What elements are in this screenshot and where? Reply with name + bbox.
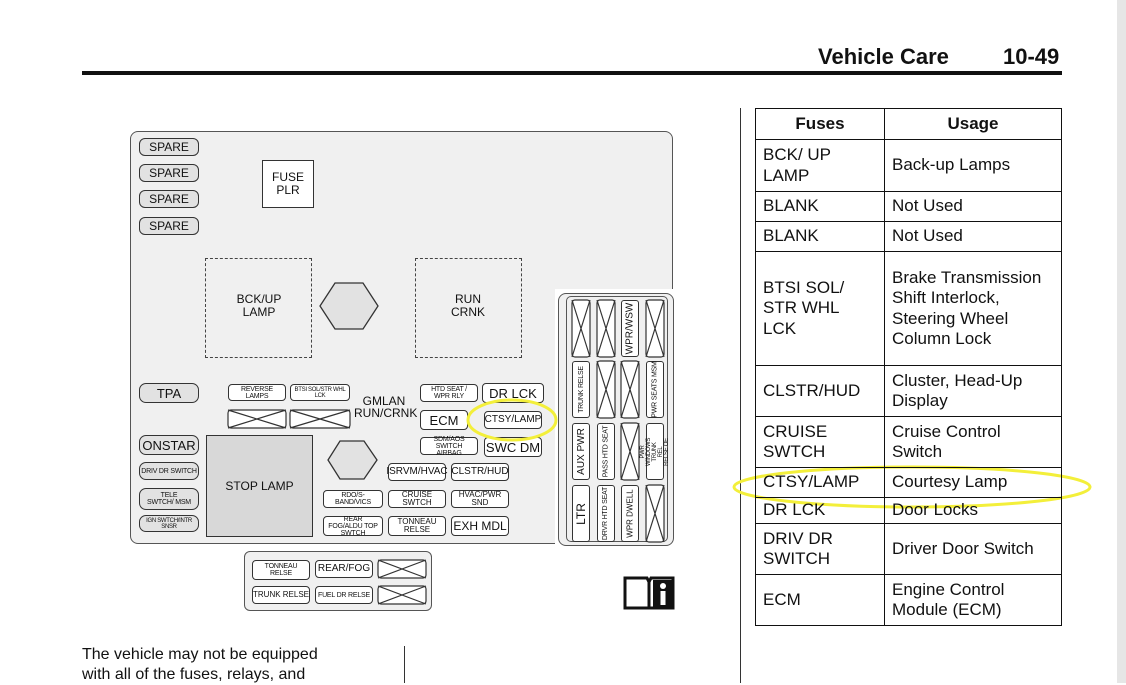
fuse-ctsy-lamp: CTSY/LAMP xyxy=(484,411,542,429)
fuse-lower-tonneau: TONNEAU RELSE xyxy=(252,560,310,580)
page-edge xyxy=(1117,0,1126,683)
table-row: BLANK Not Used xyxy=(755,221,1062,252)
relay-run-crnk-label: RUN CRNK xyxy=(450,292,485,320)
fuse-ltr: LTR xyxy=(572,485,590,542)
fuse-cell: DRIV DR SWITCH xyxy=(755,523,885,575)
table-row: CTSY/LAMP Courtesy Lamp xyxy=(755,467,1062,498)
fuse-cell: BCK/ UP LAMP xyxy=(755,139,885,192)
fuse-cell: BTSI SOL/ STR WHL LCK xyxy=(755,251,885,366)
fuse-puller: FUSE PLR xyxy=(262,160,314,208)
fuse-isrvm-hvac: ISRVM/HVAC xyxy=(386,463,448,481)
column-divider xyxy=(740,108,741,683)
fuse-htd-seat: HTD SEAT / WPR RLY xyxy=(420,384,478,402)
fuse-gmlan: GMLAN RUN/CRNK xyxy=(354,393,418,420)
fuse-drvr-htd-seat: DRVR HTD SEAT xyxy=(597,485,615,542)
usage-cell: Engine Control Module (ECM) xyxy=(884,574,1062,626)
usage-cell: Cruise Control Switch xyxy=(884,416,1062,468)
fuse-usage-table: Fuses Usage BCK/ UP LAMP Back-up Lamps B… xyxy=(755,108,1062,626)
fuse-btsi: BTSI SOL/STR WHL LCK xyxy=(290,384,350,401)
usage-cell: Not Used xyxy=(884,221,1062,252)
hex-stud xyxy=(327,440,378,480)
fuse-pwr-windows: PWR WINDOWS TRUNK REL RELSE OE xyxy=(640,423,670,480)
fuse-exh-mdl: EXH MDL xyxy=(451,516,509,536)
fuse-cell: BLANK xyxy=(755,221,885,252)
section-title: Vehicle Care xyxy=(818,44,949,69)
usage-cell: Cluster, Head-Up Display xyxy=(884,365,1062,417)
hex-stud xyxy=(319,282,379,330)
usage-cell: Driver Door Switch xyxy=(884,523,1062,575)
usage-cell: Not Used xyxy=(884,191,1062,222)
relay-bck-up-lamp-label: BCK/UP LAMP xyxy=(236,292,282,320)
column-divider-left xyxy=(404,646,405,683)
fuse-pass-htd-seat: PASS HTD SEAT xyxy=(597,423,615,480)
spare-fuse: SPARE xyxy=(139,217,199,235)
fuse-rdo: RDO/S-BAND/VICS xyxy=(323,490,383,508)
owner-manual-book-icon xyxy=(623,576,675,610)
column-header: Usage xyxy=(884,108,1062,140)
body-line: with all of the fuses, relays, and xyxy=(82,666,306,683)
fuse-wpr-wsw: WPR/WSW xyxy=(621,300,639,357)
spare-fuse: SPARE xyxy=(139,138,199,156)
fuse-subpanel-inner xyxy=(566,296,668,542)
fuse-cell: DR LCK xyxy=(755,497,885,524)
fuse-swc-dm: SWC DM xyxy=(484,437,542,457)
body-line: The vehicle may not be equipped xyxy=(82,646,318,663)
table-row: CLSTR/HUD Cluster, Head-Up Display xyxy=(755,365,1062,417)
ctsy-lamp-highlight xyxy=(466,398,558,442)
usage-cell: Courtesy Lamp xyxy=(884,467,1062,498)
relay-run-crnk xyxy=(415,258,522,358)
table-row: BCK/ UP LAMP Back-up Lamps xyxy=(755,139,1062,192)
fuse-trunk-relse-vertical: TRUNK RELSE xyxy=(572,361,590,418)
fuse-ecm: ECM xyxy=(420,410,468,430)
fuse-sdm: SDM/AOS SWITCH AIRBAG xyxy=(420,436,478,457)
fuse-cell: CTSY/LAMP xyxy=(755,467,885,498)
column-header: Fuses xyxy=(755,108,885,140)
fuse-tonneau-relse: TONNEAU RELSE xyxy=(388,516,446,536)
header-divider xyxy=(82,71,1062,75)
fuse-cell: ECM xyxy=(755,574,885,626)
usage-cell: Brake Transmission Shift Interlock, Stee… xyxy=(884,251,1062,366)
table-header-row: Fuses Usage xyxy=(755,108,1062,140)
fuse-onstar: ONSTAR xyxy=(139,435,199,455)
fuse-pwr-seats-msm: PWR SEATS MSM xyxy=(646,361,664,418)
fuse-fuel-dr: FUEL DR RELSE xyxy=(315,586,373,604)
table-row: DRIV DR SWITCH Driver Door Switch xyxy=(755,523,1062,575)
fuse-tele-swtch: TELE SWTCH/ MSM xyxy=(139,488,199,510)
body-paragraph: The vehicle may not be equipped with all… xyxy=(82,645,402,685)
fuse-hvac-pwr: HVAC/PWR SND xyxy=(451,490,509,508)
fuse-cell: CRUISE SWTCH xyxy=(755,416,885,468)
fuse-reverse-lamps: REVERSE LAMPS xyxy=(228,384,286,401)
fuse-clstr-hud: CLSTR/HUD xyxy=(451,463,509,481)
fuse-ign-swtch: IGN SWTCH/INTR SNSR xyxy=(139,515,199,532)
fuse-cell: CLSTR/HUD xyxy=(755,365,885,417)
table-row: BLANK Not Used xyxy=(755,191,1062,222)
table-row: BTSI SOL/ STR WHL LCK Brake Transmission… xyxy=(755,251,1062,366)
fuse-driv-dr-switch: DRIV DR SWITCH xyxy=(139,462,199,480)
x-blank-fuses xyxy=(227,299,665,605)
page-number: 10-49 xyxy=(1003,44,1060,69)
fuse-rear-fog-aldu: REAR FOG/ALDU TOP SWTCH xyxy=(323,516,383,537)
fuse-cell: BLANK xyxy=(755,191,885,222)
fuse-tpa: TPA xyxy=(139,383,199,403)
usage-cell: Back-up Lamps xyxy=(884,139,1062,192)
fuse-trunk-relse: TRUNK RELSE xyxy=(252,586,310,604)
relay-stop-lamp: STOP LAMP xyxy=(206,435,313,537)
table-row: CRUISE SWTCH Cruise Control Switch xyxy=(755,416,1062,468)
fuse-cruise-swtch: CRUISE SWTCH xyxy=(388,490,446,508)
table-row: DR LCK Door Locks xyxy=(755,497,1062,524)
spare-fuse: SPARE xyxy=(139,190,199,208)
fuse-aux-pwr: AUX PWR xyxy=(572,423,590,480)
fuse-rear-fog: REAR/FOG xyxy=(315,560,373,578)
table-row: ECM Engine Control Module (ECM) xyxy=(755,574,1062,626)
relay-bck-up-lamp xyxy=(205,258,312,358)
fuse-wpr-dwell: WPR DWELL xyxy=(621,485,639,542)
usage-cell: Door Locks xyxy=(884,497,1062,524)
spare-fuse: SPARE xyxy=(139,164,199,182)
fuse-dr-lck: DR LCK xyxy=(482,383,544,403)
